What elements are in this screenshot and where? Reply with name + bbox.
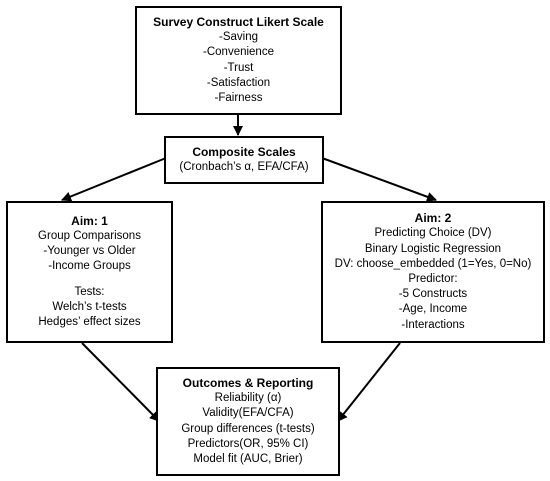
arrow-composite-to-aim1	[61, 157, 167, 202]
aim2-predictor: -5 Constructs	[398, 288, 468, 301]
aim2-title: Aim: 2	[414, 211, 452, 226]
aim1-title: Aim: 1	[71, 213, 108, 228]
aim2-predictor-label: Predictor:	[408, 273, 458, 285]
aim1-tests-label: Tests:	[74, 285, 105, 298]
outcomes-title: Outcomes & Reporting	[182, 375, 314, 390]
survey-item: -Trust	[223, 61, 254, 74]
aim1-test: Welch’s t-tests	[52, 300, 127, 313]
aim1-item: -Income Groups	[48, 260, 131, 273]
survey-item: -Fairness	[214, 91, 263, 104]
aim1-box: Aim: 1 Group Comparisons -Younger vs Old…	[6, 201, 173, 343]
aim2-item: Binary Logistic Regression	[364, 242, 502, 255]
composite-title: Composite Scales	[192, 144, 296, 159]
arrow-composite-to-aim2	[321, 157, 437, 202]
survey-item: -Convenience	[203, 46, 274, 59]
composite-scales-box: Composite Scales (Cronbach’s α, EFA/CFA)	[164, 136, 324, 184]
aim2-box: Aim: 2 Predicting Choice (DV) Binary Log…	[321, 201, 545, 343]
outcomes-item: Validity(EFA/CFA)	[202, 407, 294, 420]
aim1-item: Group Comparisons	[38, 229, 141, 242]
outcomes-item: Model fit (AUC, Brier)	[193, 452, 303, 465]
aim2-predictor: -Age, Income	[398, 303, 468, 316]
arrow-aim1-to-outcomes	[81, 342, 160, 422]
arrow-aim2-to-outcomes	[337, 342, 401, 422]
aim1-test: Hedges’ effect sizes	[38, 316, 141, 328]
survey-title: Survey Construct Likert Scale	[153, 14, 324, 29]
survey-construct-box: Survey Construct Likert Scale -Saving -C…	[135, 6, 342, 115]
outcomes-reporting-box: Outcomes & Reporting Reliability (α) Val…	[156, 367, 340, 476]
outcomes-item: Reliability (α)	[214, 392, 282, 405]
aim2-item: Predicting Choice (DV)	[374, 227, 492, 240]
aim2-item: DV: choose_embedded (1=Yes, 0=No)	[334, 257, 532, 270]
composite-detail: (Cronbach’s α, EFA/CFA)	[179, 161, 309, 173]
aim2-predictor: -Interactions	[401, 318, 465, 331]
aim1-item: -Younger vs Older	[43, 245, 136, 258]
survey-item: -Satisfaction	[206, 76, 271, 89]
outcomes-item: Predictors(OR, 95% CI)	[187, 437, 309, 450]
survey-item: -Saving	[219, 31, 258, 44]
outcomes-item: Group differences (t-tests)	[181, 422, 315, 435]
